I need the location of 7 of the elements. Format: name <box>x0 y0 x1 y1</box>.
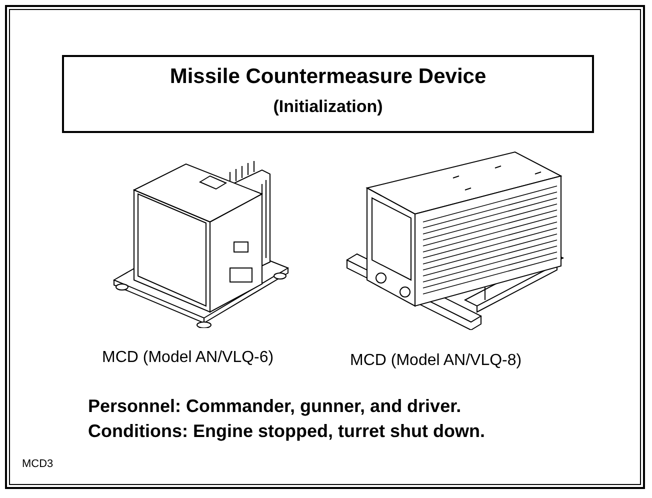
device-caption: MCD (Model AN/VLQ-6) <box>102 349 274 367</box>
device-caption: MCD (Model AN/VLQ-8) <box>350 352 522 370</box>
note-text: Personnel: Commander, gunner, and driver. <box>88 396 462 417</box>
slide-subtitle: (Initialization) <box>272 97 384 117</box>
slide-number: MCD3 <box>22 458 54 470</box>
slide-title: Missile Countermeasure Device <box>168 65 488 89</box>
note-text: Conditions: Engine stopped, turret shut down. <box>88 421 485 442</box>
